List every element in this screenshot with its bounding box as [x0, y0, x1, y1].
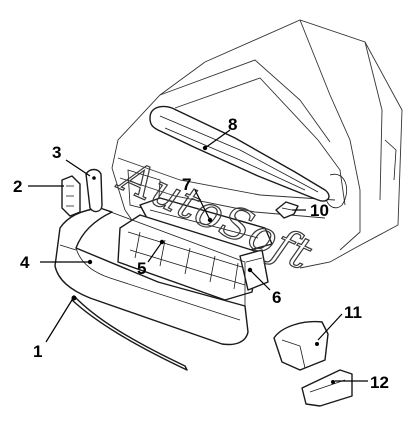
callout-1: 1: [33, 342, 42, 361]
callout-10: 10: [310, 201, 329, 220]
callout-6: 6: [272, 288, 281, 307]
left-bracket: [61, 175, 81, 217]
left-support: [85, 168, 103, 213]
callout-7: 7: [182, 175, 191, 194]
leader-lines: [28, 129, 368, 382]
seal-strip: [71, 295, 188, 371]
callout-8: 8: [228, 115, 237, 134]
callout-3: 3: [52, 143, 61, 162]
callout-labels: 1 2 3 4 5 6 7 8 10 11 12: [13, 115, 389, 392]
mount-plate: [301, 369, 353, 407]
callout-11: 11: [344, 303, 362, 322]
callout-4: 4: [20, 253, 30, 272]
callout-2: 2: [13, 177, 22, 196]
side-bracket: [273, 320, 329, 371]
rear-spoiler: [149, 105, 330, 202]
energy-absorber: [117, 214, 259, 301]
callout-12: 12: [370, 373, 389, 392]
callout-5: 5: [137, 259, 146, 278]
